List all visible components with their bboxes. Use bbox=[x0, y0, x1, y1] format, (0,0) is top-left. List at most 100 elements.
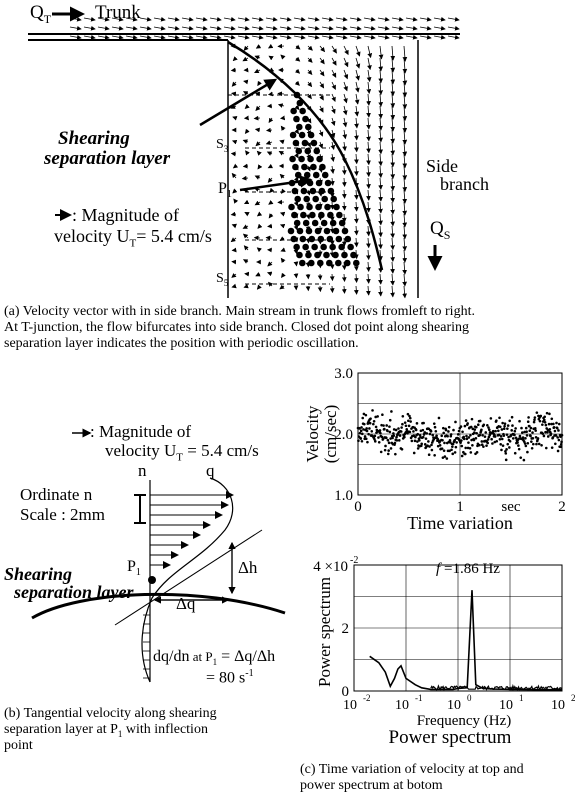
y-tick-label: 3.0 bbox=[334, 366, 353, 382]
data-point bbox=[504, 449, 507, 453]
branch-vector bbox=[232, 188, 238, 194]
oscillation-dot bbox=[310, 163, 317, 171]
trunk-vector bbox=[265, 34, 278, 40]
data-point bbox=[494, 429, 497, 433]
caption-a-line-3: separation layer indicates the position … bbox=[4, 336, 359, 351]
trunk-vector bbox=[111, 34, 124, 40]
data-point bbox=[550, 422, 553, 426]
branch-vector bbox=[268, 55, 274, 61]
data-point bbox=[360, 439, 364, 443]
branch-vector bbox=[402, 129, 408, 145]
trunk-vector bbox=[419, 16, 432, 22]
data-point bbox=[358, 431, 362, 435]
branch-vector bbox=[230, 104, 237, 109]
data-point bbox=[529, 434, 532, 438]
data-point bbox=[541, 432, 545, 435]
data-point bbox=[387, 441, 391, 445]
data-point bbox=[532, 420, 536, 424]
data-point bbox=[527, 416, 530, 419]
data-point bbox=[480, 440, 484, 443]
data-point bbox=[385, 436, 388, 440]
data-point bbox=[474, 436, 478, 440]
data-point bbox=[461, 430, 464, 434]
trunk-vector bbox=[209, 16, 222, 22]
branch-vector bbox=[402, 93, 408, 110]
branch-vector bbox=[343, 57, 349, 68]
data-point bbox=[385, 424, 388, 427]
oscillation-dot bbox=[300, 187, 308, 195]
branch-vector bbox=[343, 69, 349, 80]
branch-vector bbox=[402, 117, 408, 133]
data-point bbox=[548, 412, 551, 416]
data-point bbox=[400, 426, 403, 429]
branch-vector bbox=[355, 69, 360, 81]
oscillation-dot bbox=[338, 243, 345, 251]
branch-vector bbox=[353, 201, 359, 212]
oscillation-dot bbox=[294, 171, 302, 179]
data-point bbox=[397, 427, 400, 430]
p1-pointer-arrow bbox=[239, 175, 313, 192]
data-point bbox=[480, 428, 483, 432]
branch-vector bbox=[342, 141, 347, 152]
oscillation-dot bbox=[326, 235, 334, 243]
trunk-vector bbox=[195, 34, 208, 40]
branch-vector bbox=[242, 259, 249, 264]
trunk-vector bbox=[265, 16, 278, 22]
data-point bbox=[390, 410, 393, 413]
branch-vector bbox=[267, 163, 274, 169]
formula-line-2: = 80 s-1 bbox=[206, 668, 254, 687]
trunk-label: Trunk bbox=[95, 2, 141, 23]
branch-vector bbox=[231, 223, 237, 229]
branch-vector bbox=[279, 284, 285, 290]
data-point bbox=[483, 435, 487, 438]
branch-vector bbox=[365, 285, 371, 296]
branch-vector bbox=[244, 128, 250, 134]
branch-vector bbox=[331, 45, 337, 54]
data-point bbox=[368, 427, 371, 430]
data-point bbox=[371, 409, 374, 412]
trunk-vector bbox=[293, 25, 306, 31]
oscillation-dot bbox=[296, 227, 304, 235]
data-point bbox=[513, 429, 517, 433]
data-point bbox=[470, 438, 473, 442]
magnitude-legend-a-1: : Magnitude of bbox=[72, 205, 179, 225]
data-point bbox=[456, 433, 460, 436]
trunk-vector bbox=[83, 25, 96, 31]
branch-vector bbox=[279, 236, 285, 242]
oscillation-dot bbox=[293, 219, 301, 227]
data-point bbox=[498, 425, 502, 429]
data-point bbox=[407, 424, 411, 428]
oscillation-dot bbox=[298, 131, 306, 139]
data-point bbox=[403, 435, 406, 439]
data-point bbox=[550, 446, 554, 449]
data-point bbox=[556, 449, 560, 453]
trunk-vector bbox=[321, 16, 334, 22]
data-point bbox=[377, 436, 380, 439]
data-point bbox=[447, 430, 450, 433]
data-point bbox=[365, 427, 368, 430]
trunk-vector bbox=[139, 16, 152, 22]
branch-vector bbox=[390, 81, 396, 97]
data-point bbox=[392, 428, 396, 431]
x-unit-label: sec bbox=[501, 499, 520, 515]
data-point bbox=[462, 437, 466, 441]
data-point bbox=[500, 448, 503, 452]
data-point bbox=[428, 445, 431, 448]
trunk-vector bbox=[195, 25, 208, 31]
data-point bbox=[560, 440, 563, 444]
data-point bbox=[389, 437, 392, 440]
data-point bbox=[506, 442, 510, 446]
branch-vector bbox=[267, 261, 273, 267]
branch-vector bbox=[242, 91, 249, 96]
x-tick-exponent: 2 bbox=[571, 693, 576, 703]
branch-vector bbox=[279, 173, 285, 179]
data-point bbox=[513, 451, 517, 455]
data-point bbox=[478, 433, 482, 437]
branch-vector bbox=[402, 57, 408, 74]
data-point bbox=[451, 452, 455, 456]
trunk-vector bbox=[307, 34, 320, 40]
branch-vector bbox=[354, 93, 360, 105]
n-label: n bbox=[138, 461, 147, 480]
data-point bbox=[441, 438, 444, 442]
layer-pointer-arrow bbox=[199, 78, 278, 127]
